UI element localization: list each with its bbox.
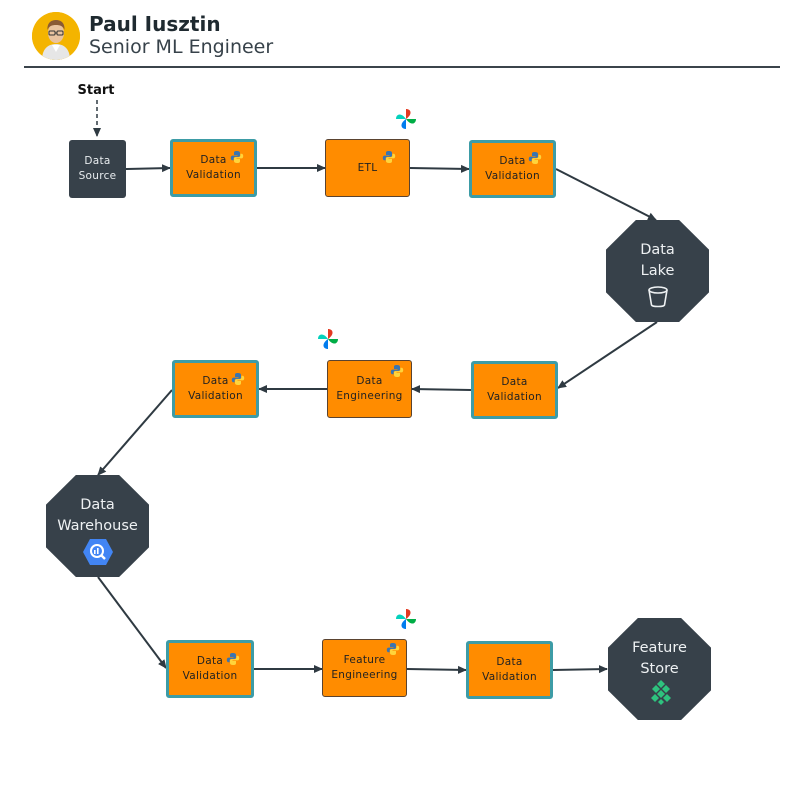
- author-name: Paul Iusztin: [89, 12, 221, 36]
- node-data-validation-4: Data Validation: [172, 360, 259, 418]
- node-data-source: Data Source: [69, 140, 126, 198]
- arrow-feat-val6: [406, 665, 467, 674]
- hopsworks-icon: [651, 680, 671, 705]
- node-data-lake: Data Lake: [606, 220, 709, 322]
- python-logo-icon: [528, 152, 542, 164]
- author-avatar: [32, 12, 80, 60]
- person-avatar-icon: [32, 12, 80, 60]
- node-data-validation-1: Data Validation: [170, 139, 257, 197]
- arrow-lake-val3: [557, 321, 658, 389]
- python-logo-icon: [386, 643, 400, 655]
- arrow-val3-eng: [411, 385, 472, 394]
- node-data-validation-3: Data Validation: [471, 361, 558, 419]
- header-divider: [24, 66, 780, 68]
- node-etl: ETL: [325, 139, 410, 197]
- python-logo-icon: [390, 365, 404, 377]
- node-data-validation-5: Data Validation: [166, 640, 254, 698]
- author-title: Senior ML Engineer: [89, 36, 274, 58]
- arrow-val4-warehouse: [97, 389, 173, 476]
- arrow-val6-store: [552, 665, 608, 674]
- start-label: Start: [77, 83, 115, 98]
- python-logo-icon: [226, 653, 240, 665]
- python-logo-icon: [230, 151, 244, 163]
- arrow-val2-lake: [555, 168, 657, 221]
- arrow-warehouse-val5: [97, 576, 167, 669]
- node-data-validation-6: Data Validation: [466, 641, 553, 699]
- node-data-warehouse: Data Warehouse: [46, 475, 149, 577]
- node-data-validation-2: Data Validation: [469, 140, 556, 198]
- airflow-pinwheel-icon: [396, 609, 416, 629]
- python-logo-icon: [231, 373, 245, 385]
- arrow-source-val1: [125, 164, 171, 173]
- arrow-etl-val2: [409, 164, 470, 173]
- python-logo-icon: [382, 151, 396, 163]
- header: Paul Iusztin Senior ML Engineer: [0, 0, 800, 70]
- airflow-pinwheel-icon: [318, 329, 338, 349]
- storage-bucket-icon: [648, 286, 668, 308]
- airflow-pinwheel-icon: [396, 109, 416, 129]
- bigquery-icon: [83, 539, 113, 565]
